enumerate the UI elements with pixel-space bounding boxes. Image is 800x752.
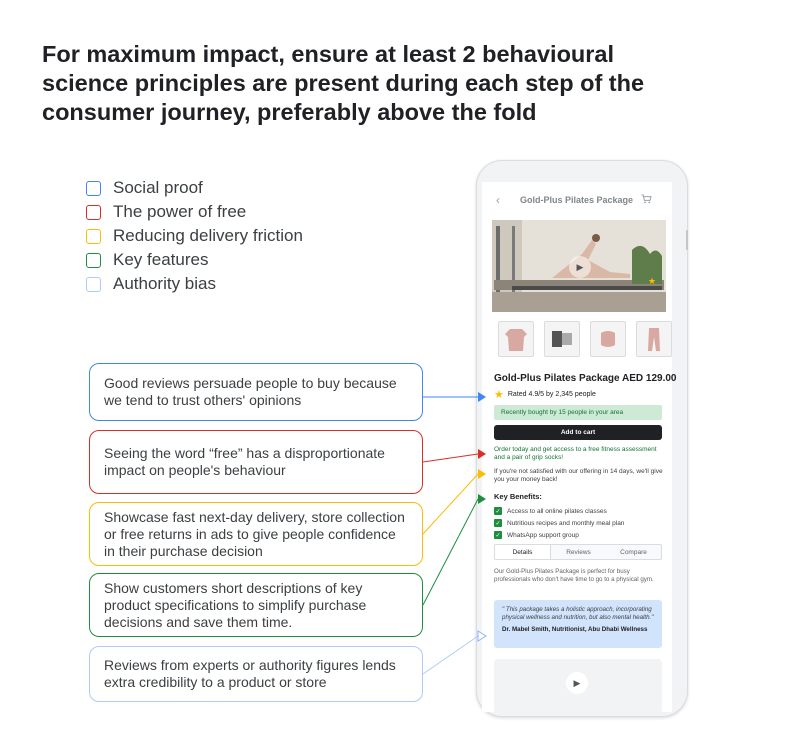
- connector-key-features: [422, 498, 479, 606]
- tab-compare[interactable]: Compare: [620, 548, 647, 556]
- expert-quote: " This package takes a holistic approach…: [494, 600, 662, 648]
- arrow-icon: [477, 630, 487, 642]
- pilates-photo: ★: [492, 220, 666, 312]
- app-title: Gold-Plus Pilates Package: [520, 195, 634, 205]
- connector-power-of-free: [422, 453, 479, 463]
- legend-label: The power of free: [113, 202, 247, 221]
- checkbox-checked-icon: ✓: [494, 519, 502, 527]
- jacket-icon: [505, 329, 527, 351]
- star-icon: ★: [494, 389, 504, 401]
- tab-reviews[interactable]: Reviews: [566, 548, 591, 556]
- benefit-item: ✓ Access to all online pilates classes: [494, 507, 607, 515]
- callout-key-features: Show customers short descriptions of key…: [89, 573, 423, 637]
- leggings-icon: [648, 328, 660, 351]
- product-video[interactable]: ★ ▶: [492, 220, 666, 312]
- star-badge: ★: [648, 276, 656, 286]
- connector-authority-bias: [422, 635, 479, 675]
- benefit-item: ✓ Nutritious recipes and monthly meal pl…: [494, 519, 624, 527]
- arrow-icon: [478, 469, 486, 479]
- legend-label: Social proof: [113, 178, 203, 197]
- product-tabs: Details Reviews Compare: [494, 544, 662, 560]
- quote-author: Dr. Mabel Smith, Nutritionist, Abu Dhabi…: [502, 626, 648, 633]
- product-name-price: Gold-Plus Pilates Package AED 129.00: [494, 373, 677, 384]
- arrow-icon: [478, 449, 486, 459]
- legend-swatch: [86, 204, 101, 220]
- benefit-item: ✓ WhatsApp support group: [494, 531, 579, 539]
- benefit-text: Nutritious recipes and monthly meal plan: [507, 519, 625, 527]
- free-offer-text: Order today and get access to a free fit…: [494, 446, 657, 461]
- legend-label: Key features: [113, 250, 209, 269]
- chevron-left-icon[interactable]: ‹: [496, 193, 500, 207]
- key-benefits-title: Key Benefits:: [494, 492, 542, 501]
- secondary-video[interactable]: ▶: [494, 659, 662, 714]
- phone-scrollbar[interactable]: [686, 230, 688, 250]
- headline: For maximum impact, ensure at least 2 be…: [42, 41, 645, 125]
- thumbnail-jacket[interactable]: [498, 321, 534, 357]
- arrow-icon: [478, 494, 486, 504]
- legend-swatch: [86, 228, 101, 244]
- legend-item-delivery-friction: Reducing delivery friction: [86, 224, 303, 248]
- callout-text: Seeing the word “free” has a disproporti…: [104, 445, 385, 478]
- add-to-cart-button[interactable]: Add to cart: [494, 425, 662, 440]
- checkbox-checked-icon: ✓: [494, 507, 502, 515]
- legend-swatch: [86, 180, 101, 196]
- play-icon[interactable]: ▶: [569, 256, 591, 278]
- callout-power-of-free: Seeing the word “free” has a disproporti…: [89, 430, 423, 494]
- legend-item-power-of-free: The power of free: [86, 200, 303, 224]
- callout-text: Show customers short descriptions of key…: [104, 579, 367, 630]
- thumbnail-leggings[interactable]: [636, 321, 672, 357]
- sports-top-icon: [601, 331, 615, 347]
- checkbox-checked-icon: ✓: [494, 531, 502, 539]
- product-description: Our Gold-Plus Pilates Package is perfect…: [494, 568, 654, 583]
- arrow-icon: [478, 392, 486, 402]
- legend-item-social-proof: Social proof: [86, 176, 303, 200]
- benefit-text: Access to all online pilates classes: [507, 507, 607, 515]
- legend-item-authority-bias: Authority bias: [86, 272, 303, 296]
- callout-text: Good reviews persuade people to buy beca…: [104, 375, 397, 408]
- legend-label: Reducing delivery friction: [113, 226, 303, 245]
- callout-social-proof: Good reviews persuade people to buy beca…: [89, 363, 423, 421]
- cart-icon[interactable]: [641, 194, 652, 207]
- connector-delivery-friction: [422, 473, 479, 535]
- legend: Social proof The power of free Reducing …: [86, 176, 303, 296]
- guarantee-text: If you're not satisfied with our offerin…: [494, 468, 663, 483]
- callout-delivery-friction: Showcase fast next-day delivery, store c…: [89, 502, 423, 566]
- legend-label: Authority bias: [113, 274, 216, 293]
- legend-swatch: [86, 276, 101, 292]
- thumbnail-top[interactable]: [590, 321, 626, 357]
- rating-row: ★ Rated 4.9/5 by 2,345 people: [494, 388, 596, 401]
- legend-item-key-features: Key features: [86, 248, 303, 272]
- tab-details[interactable]: Details: [495, 545, 551, 559]
- rating-text: Rated 4.9/5 by 2,345 people: [507, 391, 596, 398]
- app-top-bar: ‹ Gold-Plus Pilates Package: [482, 182, 672, 218]
- benefit-text: WhatsApp support group: [507, 531, 579, 539]
- legend-swatch: [86, 252, 101, 268]
- mat-icon: [552, 331, 572, 347]
- product-thumbnails: [498, 321, 672, 357]
- callout-text: Reviews from experts or authority figure…: [104, 657, 396, 690]
- callout-authority-bias: Reviews from experts or authority figure…: [89, 646, 423, 702]
- phone-screen: ‹ Gold-Plus Pilates Package ★ ▶: [482, 182, 677, 714]
- quote-text: " This package takes a holistic approach…: [502, 606, 654, 621]
- cart-icon-svg: [641, 194, 652, 203]
- play-icon[interactable]: ▶: [566, 672, 588, 694]
- callout-text: Showcase fast next-day delivery, store c…: [104, 508, 405, 559]
- thumbnail-mat[interactable]: [544, 321, 580, 357]
- recently-bought-badge: Recently bought by 15 people in your are…: [494, 405, 662, 420]
